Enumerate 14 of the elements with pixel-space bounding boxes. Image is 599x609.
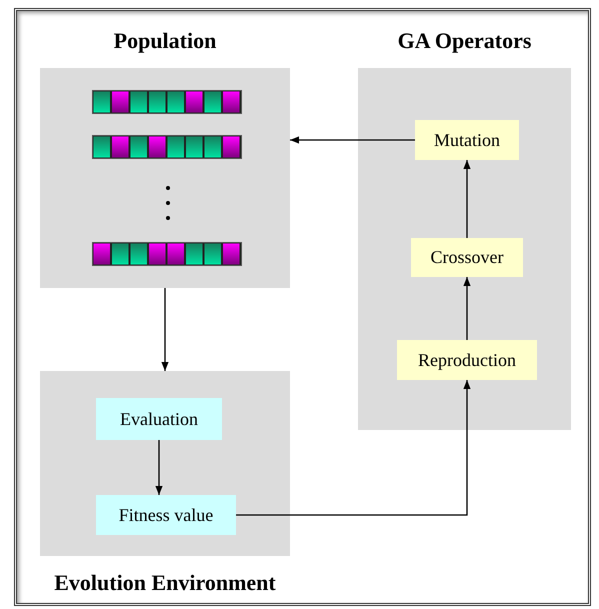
arrow [290, 136, 415, 144]
arrow [161, 288, 169, 371]
process-box: Crossover [411, 238, 523, 277]
panel-heading: GA Operators [398, 30, 532, 52]
arrow [463, 160, 471, 238]
panel-heading: Evolution Environment [54, 572, 276, 594]
arrow [463, 277, 471, 340]
process-box: Fitness value [96, 495, 236, 535]
process-box: Evaluation [96, 398, 222, 440]
arrow [155, 440, 163, 495]
panel-heading: Population [114, 30, 216, 52]
process-box: Reproduction [397, 340, 537, 380]
process-box: Mutation [415, 120, 519, 160]
arrow [236, 380, 471, 516]
